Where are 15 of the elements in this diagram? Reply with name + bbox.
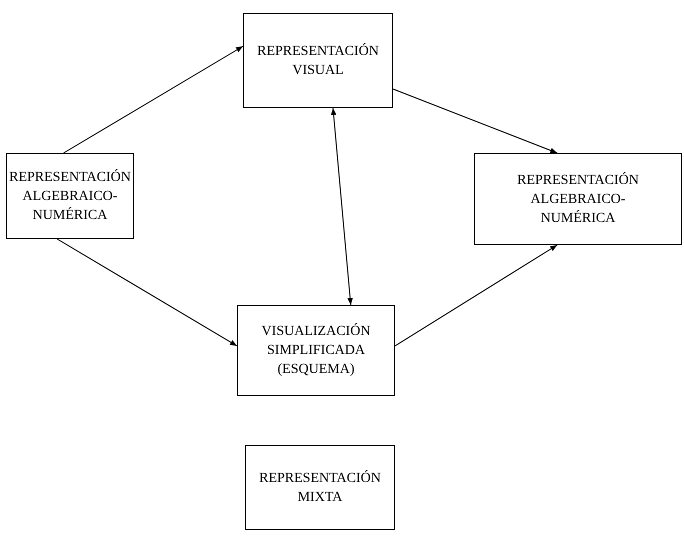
arrow [392,88,558,154]
box-label: VISUALIZACIÓN SIMPLIFICADA (ESQUEMA) [260,322,372,379]
arrow [330,108,353,306]
box-label: REPRESENTACIÓN VISUAL [256,42,380,80]
process-box [6,153,134,239]
box-label: REPRESENTACIÓN ALGEBRAICO-NUMÉRICA [9,168,131,224]
box-label: REPRESENTACIÓN ALGEBRAICO-NUMÉRICA [516,171,640,228]
arrow [56,238,238,346]
box-label: REPRESENTACIÓN MIXTA [258,469,382,506]
arrow [63,46,244,154]
arrow [394,244,558,346]
process-box [243,13,393,108]
process-box [474,153,682,245]
process-box [245,445,395,530]
process-box [237,305,395,396]
